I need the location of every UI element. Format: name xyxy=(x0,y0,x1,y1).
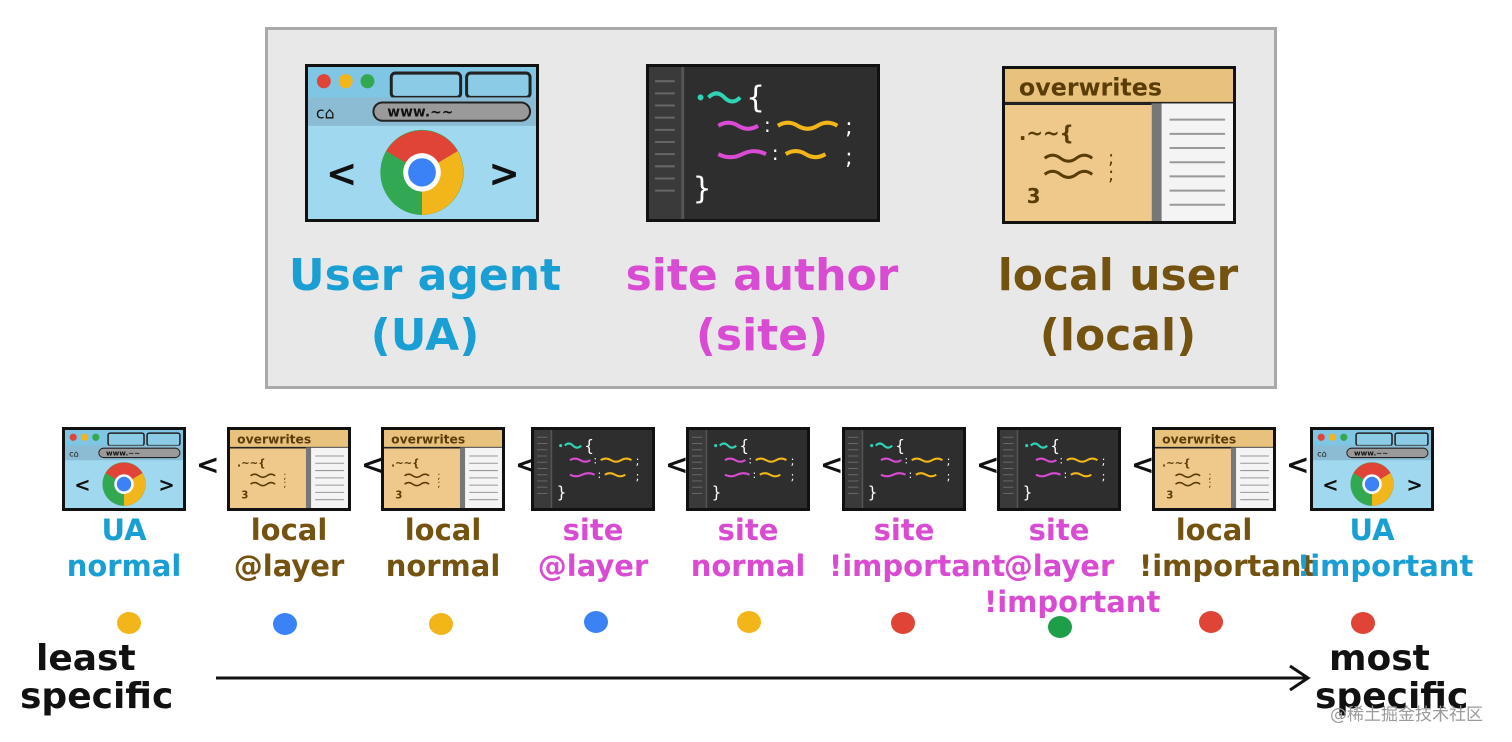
cascade-card-ua xyxy=(62,427,186,511)
source-label-line2: (UA) xyxy=(370,310,480,361)
cascade-dot xyxy=(1048,616,1072,638)
local-mini-icon: overwrites xyxy=(1155,430,1273,508)
least-specific-label: least specific xyxy=(20,640,173,716)
cascade-card-local: overwrites xyxy=(227,427,351,511)
cascade-label-line2: normal xyxy=(690,549,806,583)
most-specific-label: most specific xyxy=(1315,640,1468,716)
less-than-separator: < xyxy=(361,448,385,481)
cascade-label-line1: local xyxy=(250,513,328,547)
axis-end-line2: specific xyxy=(1315,676,1469,717)
source-label-line1: site author xyxy=(625,250,899,301)
cascade-label-line2: !important xyxy=(1139,549,1316,583)
cascade-label-line2: !important xyxy=(1297,549,1474,583)
cascade-label: site@layer!important xyxy=(984,512,1161,620)
less-than-separator: < xyxy=(1131,448,1155,481)
cascade-label-line1: site xyxy=(873,513,935,547)
overwrites-title: overwrites xyxy=(237,431,311,446)
specificity-arrow xyxy=(216,664,1311,692)
cascade-label-line1: UA xyxy=(1349,513,1395,547)
watermark: @稀土掘金技术社区 xyxy=(1330,705,1483,725)
source-label-line2: (local) xyxy=(1039,310,1197,361)
ua-mini-icon xyxy=(1313,430,1431,508)
cascade-label: site!important xyxy=(829,512,1006,584)
cascade-label-line1: site xyxy=(717,513,779,547)
site-mini-icon xyxy=(689,430,807,508)
cascade-label-line2: normal xyxy=(385,549,501,583)
cascade-card-site xyxy=(842,427,966,511)
source-label-site-author: site author (site) xyxy=(612,250,912,362)
cascade-label-line2: !important xyxy=(829,549,1006,583)
cascade-label-line2: @layer xyxy=(537,549,649,583)
less-than-separator: < xyxy=(665,448,689,481)
source-label-line2: (site) xyxy=(695,310,829,361)
cascade-label-line1: local xyxy=(1175,513,1253,547)
cascade-card-site xyxy=(997,427,1121,511)
overwrites-title: overwrites xyxy=(391,431,465,446)
cascade-label-line1: local xyxy=(404,513,482,547)
cascade-label-line2: @layer xyxy=(1003,549,1115,583)
cascade-dot xyxy=(584,611,608,633)
less-than-separator: < xyxy=(1286,448,1310,481)
ua-mini-icon xyxy=(65,430,183,508)
site-mini-icon xyxy=(1000,430,1118,508)
cascade-dot xyxy=(737,611,761,633)
cascade-label: local!important xyxy=(1139,512,1316,584)
local-user-overrides-icon: overwrites xyxy=(1002,66,1236,224)
cascade-card-local: overwrites xyxy=(1152,427,1276,511)
less-than-separator: < xyxy=(976,448,1000,481)
site-mini-icon xyxy=(534,430,652,508)
cascade-label-line1: site xyxy=(562,513,624,547)
cascade-dot xyxy=(273,613,297,635)
axis-start-line1: least xyxy=(36,638,136,679)
cascade-label: site@layer xyxy=(518,512,668,584)
site-mini-icon xyxy=(845,430,963,508)
local-mini-icon: overwrites xyxy=(230,430,348,508)
cascade-card-local: overwrites xyxy=(381,427,505,511)
cascade-label-line3: !important xyxy=(984,585,1161,619)
source-label-user-agent: User agent (UA) xyxy=(285,250,565,362)
cascade-dot xyxy=(891,612,915,634)
source-label-line1: User agent xyxy=(288,250,562,301)
cascade-label-line2: normal xyxy=(66,549,182,583)
cascade-card-site xyxy=(686,427,810,511)
cascade-dot xyxy=(1199,611,1223,633)
cascade-label-line2: @layer xyxy=(233,549,345,583)
cascade-label-line1: UA xyxy=(101,513,147,547)
cascade-dot xyxy=(1351,612,1375,634)
local-mini-icon: overwrites xyxy=(384,430,502,508)
cascade-dot xyxy=(429,613,453,635)
axis-start-line2: specific xyxy=(20,676,174,717)
cascade-label: local@layer xyxy=(214,512,364,584)
less-than-separator: < xyxy=(196,448,220,481)
axis-end-line1: most xyxy=(1329,638,1430,679)
overwrites-title: overwrites xyxy=(1019,73,1162,101)
cascade-card-ua xyxy=(1310,427,1434,511)
cascade-dot xyxy=(117,612,141,634)
source-label-line1: local user xyxy=(997,250,1239,301)
site-author-code-icon xyxy=(646,64,880,222)
cascade-card-site xyxy=(531,427,655,511)
cascade-label-line1: site xyxy=(1028,513,1090,547)
overwrites-title: overwrites xyxy=(1162,431,1236,446)
user-agent-browser-icon xyxy=(305,64,539,222)
less-than-separator: < xyxy=(820,448,844,481)
source-label-local-user: local user (local) xyxy=(978,250,1258,362)
cascade-label: UA!important xyxy=(1297,512,1474,584)
